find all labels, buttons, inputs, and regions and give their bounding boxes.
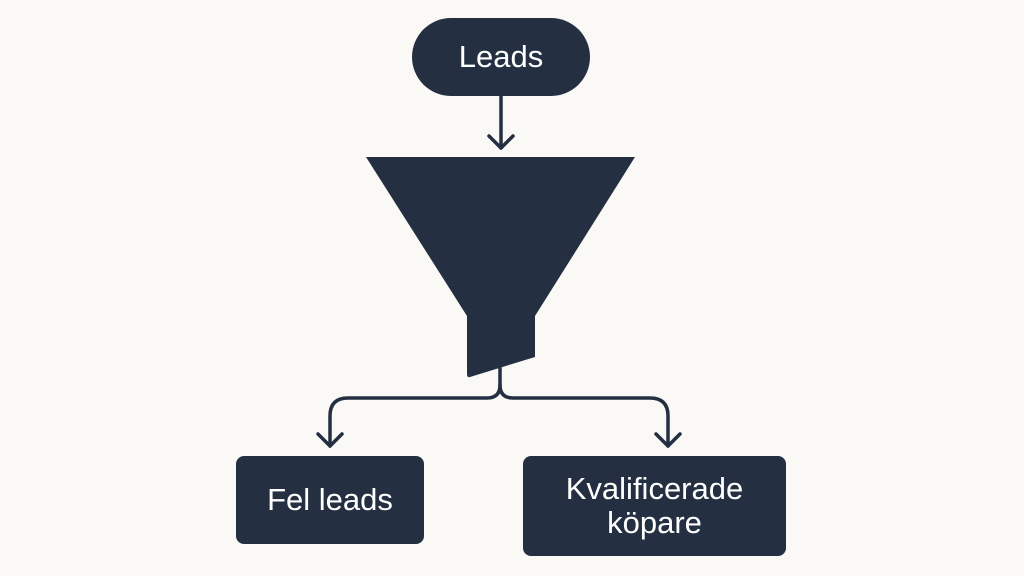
- connector-to-kvalificerade: [498, 383, 670, 448]
- connector-to-fel-leads: [328, 366, 502, 448]
- arrowhead-kvalificerade: [654, 432, 682, 448]
- fel-leads-node: Fel leads: [236, 456, 424, 544]
- kvalificerade-kopare-node: Kvalificerade köpare: [523, 456, 786, 556]
- funnel-icon: [366, 157, 635, 378]
- arrowhead-funnel: [487, 134, 515, 150]
- leads-node: Leads: [412, 18, 590, 96]
- kvalificerade-label-line1: Kvalificerade: [565, 471, 744, 506]
- arrowhead-fel-leads: [316, 432, 344, 448]
- kvalificerade-label-line2: köpare: [607, 505, 702, 540]
- fel-leads-label: Fel leads: [267, 482, 393, 517]
- leads-label: Leads: [458, 39, 544, 74]
